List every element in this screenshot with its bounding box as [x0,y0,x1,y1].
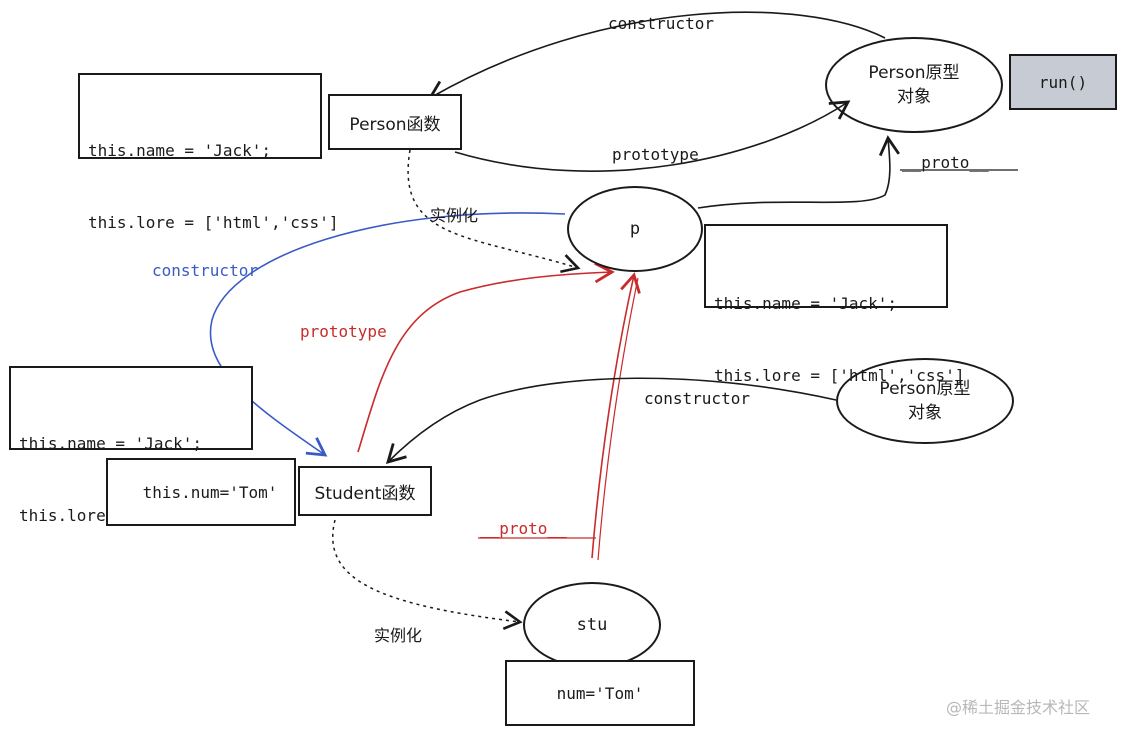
p-fields-box: this.name = 'Jack'; this.lore = ['html',… [704,224,964,385]
p-instance-label: p [629,219,641,239]
label-constructor-mid: constructor [644,389,750,408]
person-prototype-bottom-line1: Person原型 [879,379,971,399]
watermark: @稀土掘金技术社区 [946,698,1091,717]
student-field-name: this.name = 'Jack'; [19,434,203,453]
edge-proto-top [697,135,900,209]
student-own-field-label: this.num='Tom' [142,482,278,502]
edge-prototype-red [357,262,615,453]
stu-instance-label: stu [576,615,608,635]
person-field-name: this.name = 'Jack'; [88,141,272,160]
edge-proto-red [591,272,641,559]
person-function-node: Person函数 [328,94,462,150]
edge-proto-red-double [597,277,639,561]
student-own-field-box: this.num='Tom' [106,458,296,526]
label-instantiate-bottom: 实例化 [374,626,423,645]
person-prototype-top-line2: 对象 [896,87,931,107]
stu-fields-label: num='Tom' [556,683,644,703]
label-prototype-red: prototype [300,322,387,341]
edge-prototype-top [454,100,851,172]
person-field-lore: this.lore = ['html','css'] [88,213,339,232]
edge-constructor-blue [209,212,566,457]
person-prototype-node-top: Person原型 对象 [825,37,1003,133]
label-constructor-blue: constructor [152,261,258,280]
label-proto-top: __proto__ [902,153,989,172]
person-prototype-node-bottom: Person原型 对象 [836,358,1014,444]
person-function-label: Person函数 [349,114,441,135]
edge-instantiate-bottom [332,519,523,631]
label-proto-red: __proto__ [480,519,567,538]
person-prototype-bottom-line2: 对象 [907,403,942,423]
label-prototype-top: prototype [612,145,699,164]
stu-fields-box: num='Tom' [505,660,695,726]
label-instantiate-top: 实例化 [430,206,479,225]
run-method-label: run() [1038,72,1088,92]
label-constructor-top: constructor [608,14,714,33]
edge-constructor-top [427,11,886,100]
run-method-node: run() [1009,54,1117,110]
student-function-label: Student函数 [314,483,416,504]
edge-instantiate-top [407,149,581,274]
stu-instance-node: stu [523,582,661,668]
student-function-node: Student函数 [298,466,432,516]
person-prototype-top-line1: Person原型 [868,63,960,83]
p-instance-node: p [567,186,703,272]
edge-constructor-mid [385,377,837,465]
p-field-name: this.name = 'Jack'; [714,294,898,313]
person-fields-box: this.name = 'Jack'; this.lore = ['html',… [78,73,338,232]
student-inherited-fields-box: this.name = 'Jack'; this.lore = ['html',… [9,366,269,525]
